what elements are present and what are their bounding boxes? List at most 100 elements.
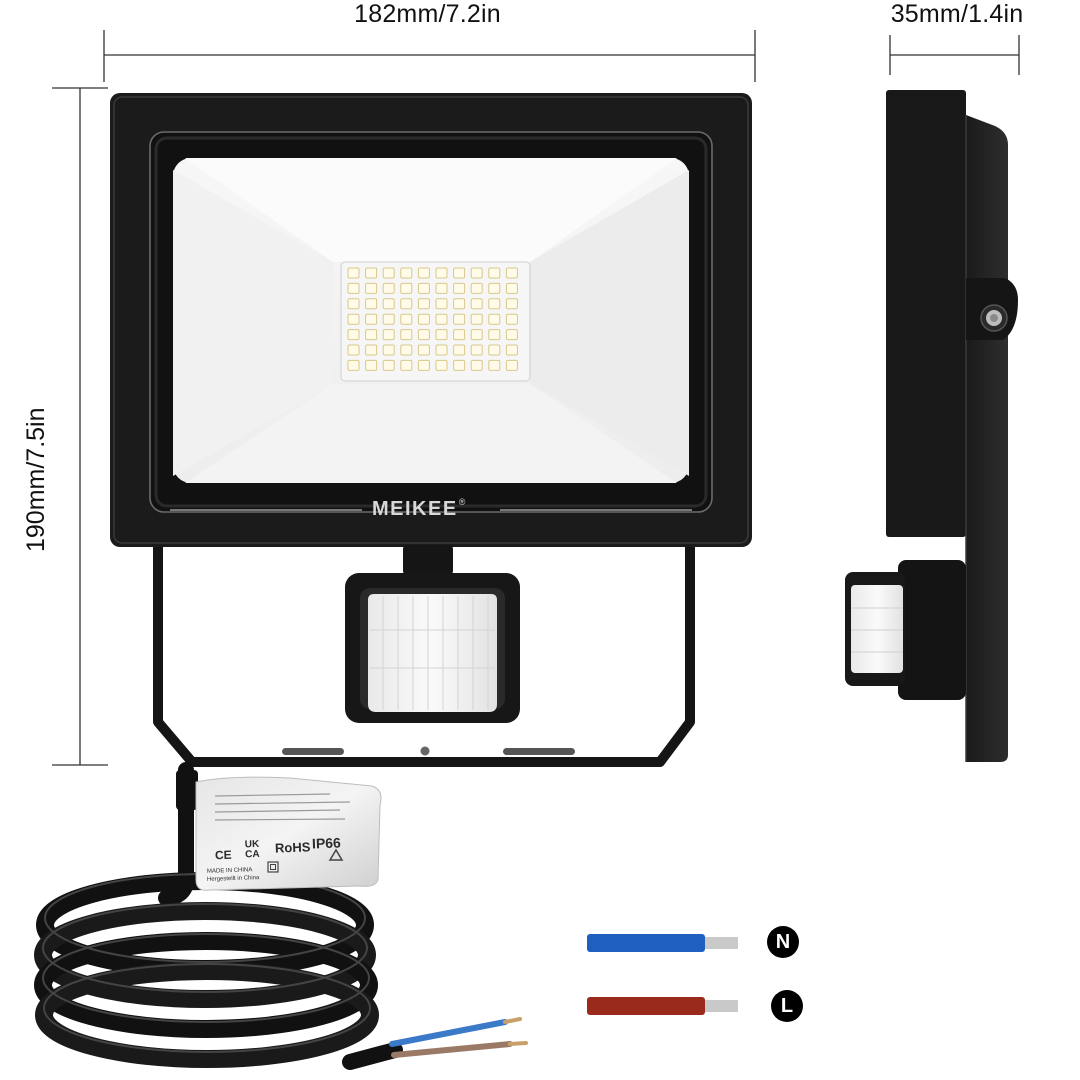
recycle-icon <box>328 848 344 861</box>
led-chip <box>435 282 448 294</box>
led-chip <box>470 329 483 341</box>
led-chip <box>470 267 483 279</box>
depth-dimension-line <box>889 35 1020 75</box>
pir-sensor-front <box>345 545 520 723</box>
led-chip <box>347 329 360 341</box>
led-chip <box>382 359 395 371</box>
mounting-bracket <box>153 545 695 767</box>
led-chip <box>400 344 413 356</box>
led-chip <box>453 313 466 325</box>
pir-sensor-icon <box>368 594 497 712</box>
led-chip <box>505 313 518 325</box>
led-chip <box>400 298 413 310</box>
ground-symbol-icon <box>267 861 279 873</box>
led-chip <box>505 267 518 279</box>
rohs-mark: RoHS <box>274 839 311 856</box>
led-chip <box>470 282 483 294</box>
led-chip <box>347 298 360 310</box>
led-chip <box>470 313 483 325</box>
brand-logo: MEIKEE® <box>372 497 467 521</box>
neutral-wire <box>587 934 738 952</box>
led-chip <box>417 298 430 310</box>
width-dimension-line <box>103 30 756 82</box>
led-chip <box>365 267 378 279</box>
led-chip <box>347 267 360 279</box>
registered-mark: ® <box>458 497 467 507</box>
led-chip <box>488 267 501 279</box>
pir-sensor-side <box>845 560 966 700</box>
mounting-bolt-icon <box>980 304 1008 332</box>
depth-dimension-label: 35mm/1.4in <box>890 0 1024 28</box>
led-chip <box>365 313 378 325</box>
led-chip <box>417 329 430 341</box>
cable-label-tag <box>176 770 382 891</box>
led-chip <box>417 359 430 371</box>
led-chip <box>347 344 360 356</box>
floodlight-side-view <box>845 90 1018 762</box>
led-chip <box>382 313 395 325</box>
led-chip <box>382 329 395 341</box>
led-chip <box>435 267 448 279</box>
height-dimension-label: 190mm/7.5in <box>22 407 50 552</box>
led-chip <box>347 313 360 325</box>
led-chip <box>488 329 501 341</box>
led-chip <box>365 329 378 341</box>
ce-mark: CE <box>214 847 232 863</box>
led-grid <box>347 267 518 371</box>
led-chip <box>400 359 413 371</box>
led-chip <box>400 329 413 341</box>
led-chip <box>488 313 501 325</box>
led-chip <box>470 298 483 310</box>
live-wire <box>587 997 738 1015</box>
led-chip <box>488 282 501 294</box>
led-chip <box>365 282 378 294</box>
led-chip <box>400 282 413 294</box>
led-chip <box>347 282 360 294</box>
live-label-badge: L <box>771 990 803 1022</box>
power-cable-coil <box>34 762 528 1070</box>
led-board <box>340 261 531 382</box>
led-chip <box>488 359 501 371</box>
led-chip <box>453 282 466 294</box>
neutral-label-badge: N <box>767 926 799 958</box>
led-chip <box>453 359 466 371</box>
led-chip <box>435 329 448 341</box>
led-chip <box>488 344 501 356</box>
led-chip <box>505 359 518 371</box>
led-chip <box>365 359 378 371</box>
led-chip <box>470 359 483 371</box>
led-chip <box>382 267 395 279</box>
floodlight-front <box>110 93 752 547</box>
led-chip <box>417 267 430 279</box>
led-chip <box>382 282 395 294</box>
height-dimension-line <box>52 87 108 766</box>
led-chip <box>453 344 466 356</box>
led-chip <box>505 329 518 341</box>
led-chip <box>435 313 448 325</box>
led-chip <box>382 298 395 310</box>
led-chip <box>505 344 518 356</box>
led-chip <box>453 329 466 341</box>
brand-name: MEIKEE <box>372 498 458 520</box>
led-chip <box>417 344 430 356</box>
led-chip <box>435 344 448 356</box>
ip-rating: IP66 <box>311 834 342 852</box>
led-chip <box>347 359 360 371</box>
led-chip <box>400 313 413 325</box>
led-chip <box>435 359 448 371</box>
led-chip <box>505 298 518 310</box>
led-chip <box>382 344 395 356</box>
led-chip <box>417 282 430 294</box>
wire-legend <box>587 934 738 1015</box>
led-chip <box>365 298 378 310</box>
led-chip <box>488 298 501 310</box>
led-chip <box>435 298 448 310</box>
led-chip <box>453 298 466 310</box>
led-chip <box>400 267 413 279</box>
led-chip <box>365 344 378 356</box>
led-chip <box>505 282 518 294</box>
width-dimension-label: 182mm/7.2in <box>354 0 501 28</box>
ukca-mark: UK CA <box>244 838 260 861</box>
reflector-panel <box>173 158 689 483</box>
